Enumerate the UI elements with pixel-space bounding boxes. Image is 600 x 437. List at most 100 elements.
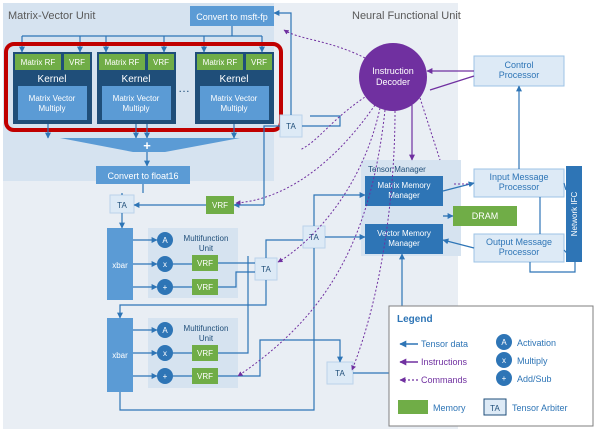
mfu2-vrf-2 bbox=[192, 368, 218, 384]
convert-msft-label: Convert to msft-fp bbox=[196, 12, 268, 22]
vrf-main-label: VRF bbox=[212, 201, 228, 210]
kernel-highlight bbox=[4, 42, 283, 132]
svg-text:A: A bbox=[501, 338, 507, 347]
convert-float16-box bbox=[96, 166, 190, 184]
instruction-arrows bbox=[409, 68, 475, 161]
xbar2-label: xbar bbox=[112, 351, 128, 360]
mvm-box bbox=[102, 86, 171, 120]
svg-text:VRF: VRF bbox=[197, 372, 213, 381]
vrf-box bbox=[148, 54, 174, 70]
svg-text:x: x bbox=[163, 260, 167, 269]
mvu-title: Matrix-Vector Unit bbox=[8, 10, 95, 22]
adder: + bbox=[45, 124, 240, 167]
ta-mid: TA bbox=[302, 225, 326, 249]
vrf-label: VRF bbox=[251, 58, 267, 67]
xbar1-label: xbar bbox=[112, 261, 128, 270]
svg-text:VRF: VRF bbox=[197, 349, 213, 358]
legend: Legend Tensor data Instructions Commands… bbox=[388, 305, 594, 427]
legend-title: Legend bbox=[397, 314, 433, 325]
legend-multiply: Multiply bbox=[517, 356, 548, 366]
matrix-rf-label: Matrix RF bbox=[203, 58, 238, 67]
add-op bbox=[157, 279, 173, 295]
tensor-manager-title: Tensor Manager bbox=[368, 165, 426, 174]
vrf-box bbox=[246, 54, 272, 70]
control-processor bbox=[473, 55, 565, 87]
matrix-memory-manager bbox=[365, 176, 443, 206]
xbar2-box bbox=[107, 318, 133, 392]
mfu1-vrf-1 bbox=[192, 255, 218, 271]
svg-text:TA: TA bbox=[309, 233, 319, 242]
legend-add-sub: Add/Sub bbox=[517, 374, 552, 384]
ta-after-convert: TA bbox=[109, 194, 135, 214]
kernel-label: Kernel bbox=[220, 74, 249, 85]
dram-label: DRAM bbox=[472, 211, 499, 221]
ta-top-mid: TA bbox=[279, 114, 303, 138]
mvm-box bbox=[18, 86, 87, 120]
command-arrows bbox=[235, 29, 468, 377]
tensor-data-arrows bbox=[117, 10, 576, 411]
legend-tensor-data: Tensor data bbox=[421, 339, 468, 349]
adder-plus: + bbox=[143, 138, 151, 153]
vrf-label: VRF bbox=[69, 58, 85, 67]
nfu-title: Neural Functional Unit bbox=[352, 10, 461, 22]
svg-text:+: + bbox=[163, 372, 168, 381]
svg-text:+: + bbox=[502, 374, 507, 383]
svg-text:x: x bbox=[163, 349, 167, 358]
svg-text:TA: TA bbox=[261, 265, 271, 274]
legend-ta-swatch bbox=[483, 398, 507, 416]
multiply-op bbox=[157, 256, 173, 272]
svg-text:+: + bbox=[163, 283, 168, 292]
mfu2-vrf-1 bbox=[192, 345, 218, 361]
matrix-rf-box bbox=[197, 54, 243, 70]
mfu1-ops: A x + bbox=[157, 232, 173, 295]
svg-text:A: A bbox=[162, 326, 168, 335]
svg-text:TA: TA bbox=[117, 201, 127, 210]
mvm-box bbox=[200, 86, 269, 120]
svg-text:TA: TA bbox=[335, 369, 345, 378]
legend-activation: Activation bbox=[517, 338, 556, 348]
ta-mfu1: TA bbox=[254, 257, 278, 281]
svg-text:A: A bbox=[162, 236, 168, 245]
input-message-processor bbox=[473, 168, 565, 198]
network-ifc bbox=[566, 166, 582, 262]
activation-op bbox=[157, 322, 173, 338]
kernel-label: Kernel bbox=[122, 74, 151, 85]
legend-memory-swatch bbox=[398, 400, 428, 414]
ta-bottom: TA bbox=[326, 361, 354, 385]
kernel-label: Kernel bbox=[38, 74, 67, 85]
legend-instructions: Instructions bbox=[421, 357, 468, 367]
legend-memory: Memory bbox=[433, 403, 466, 413]
svg-text:TA: TA bbox=[490, 404, 500, 413]
vector-memory-manager bbox=[365, 224, 443, 254]
matrix-rf-label: Matrix RF bbox=[105, 58, 140, 67]
convert-float16-label: Convert to float16 bbox=[107, 171, 178, 181]
vrf-label: VRF bbox=[153, 58, 169, 67]
svg-text:VRF: VRF bbox=[197, 259, 213, 268]
legend-commands: Commands bbox=[421, 375, 468, 385]
kernel-ellipsis: … bbox=[178, 81, 190, 95]
activation-op bbox=[157, 232, 173, 248]
xbar1-box bbox=[107, 228, 133, 300]
svg-text:TA: TA bbox=[286, 122, 296, 131]
mfu2-ops: A x + bbox=[157, 322, 173, 384]
svg-text:VRF: VRF bbox=[197, 283, 213, 292]
dram-box bbox=[453, 206, 517, 226]
vrf-box bbox=[64, 54, 90, 70]
svg-text:x: x bbox=[502, 356, 506, 365]
mfu1-vrf-2 bbox=[192, 279, 218, 295]
matrix-rf-label: Matrix RF bbox=[21, 58, 56, 67]
